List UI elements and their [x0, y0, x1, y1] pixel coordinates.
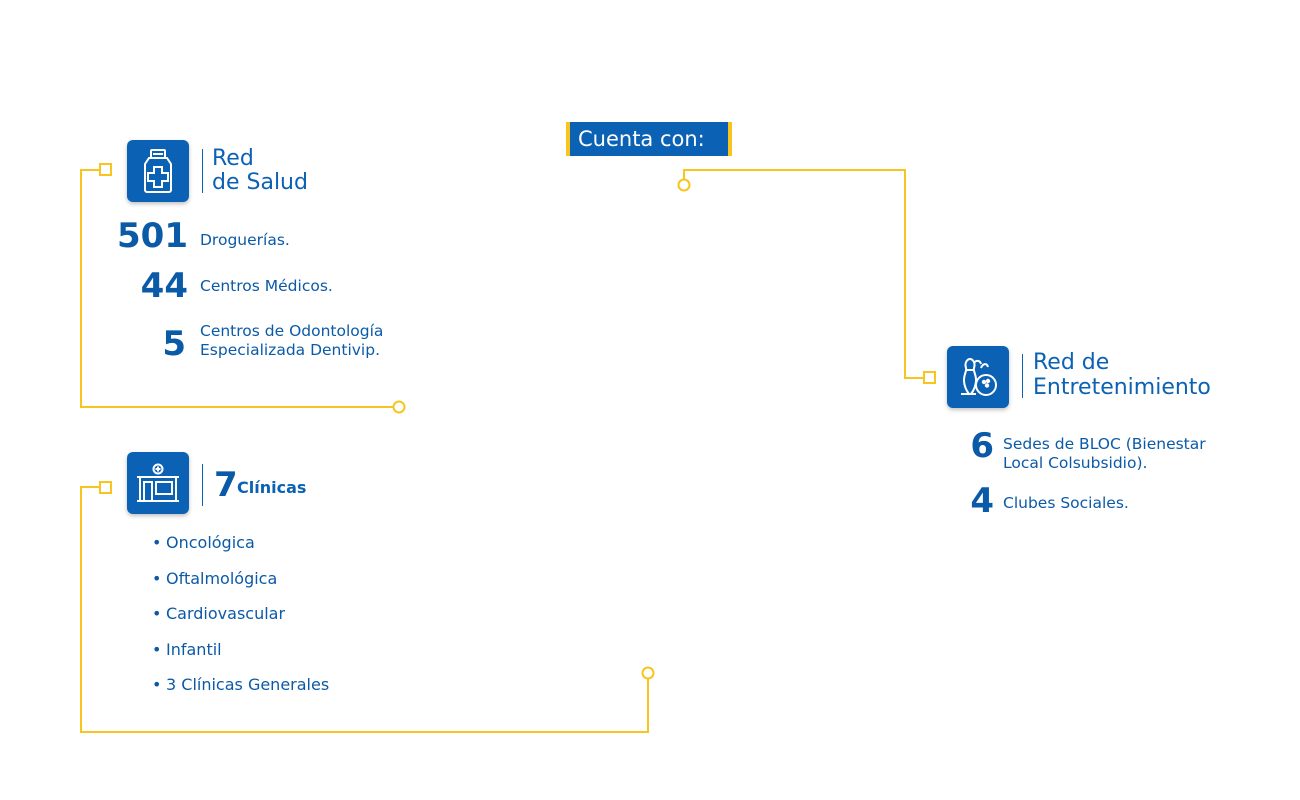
medicine-bottle-icon: [127, 140, 189, 202]
stat-number-droguerias: 501: [117, 216, 188, 256]
stat-label-clubes: Clubes Sociales.: [1003, 494, 1129, 512]
salud-title-line1: Red: [212, 146, 254, 171]
clinicas-label: Clínicas: [237, 478, 307, 497]
stat-number-clubes: 4: [970, 481, 994, 521]
stat-number-sedes-bloc: 6: [970, 426, 994, 466]
list-item: •3 Clínicas Generales: [152, 675, 330, 694]
entretenimiento-title-line1: Red de: [1033, 350, 1110, 375]
entretenimiento-separator: [1022, 354, 1023, 398]
stat-label-centros-medicos: Centros Médicos.: [200, 277, 333, 295]
clinicas-list: •Oncológica •Oftalmológica •Cardiovascul…: [152, 534, 329, 712]
salud-title-line2: de Salud: [212, 170, 308, 195]
stat-number-odontologia: 5: [162, 324, 186, 364]
stat-label-sedes-bloc-line1: Sedes de BLOC (Bienestar: [1003, 435, 1206, 453]
list-item: •Infantil: [152, 639, 222, 659]
clinic-building-icon: [127, 452, 189, 514]
stat-label-droguerias: Droguerías.: [200, 231, 290, 249]
list-item: •Oftalmológica: [152, 568, 278, 588]
cuenta-con-badge: Cuenta con:: [566, 122, 732, 156]
list-item: •Cardiovascular: [152, 604, 286, 623]
bowling-icon: [947, 346, 1009, 408]
stat-number-centros-medicos: 44: [140, 266, 188, 306]
clinicas-separator: [202, 464, 203, 506]
stat-label-sedes-bloc-line2: Local Colsubsidio).: [1003, 454, 1148, 472]
list-item: •Oncológica: [152, 533, 255, 552]
salud-separator: [202, 149, 203, 193]
stat-label-odontologia-line1: Centros de Odontología: [200, 322, 384, 340]
clinicas-number: 7: [214, 465, 238, 505]
stat-label-odontologia-line2: Especializada Dentivip.: [200, 341, 381, 359]
entretenimiento-title-line2: Entretenimiento: [1033, 375, 1211, 400]
